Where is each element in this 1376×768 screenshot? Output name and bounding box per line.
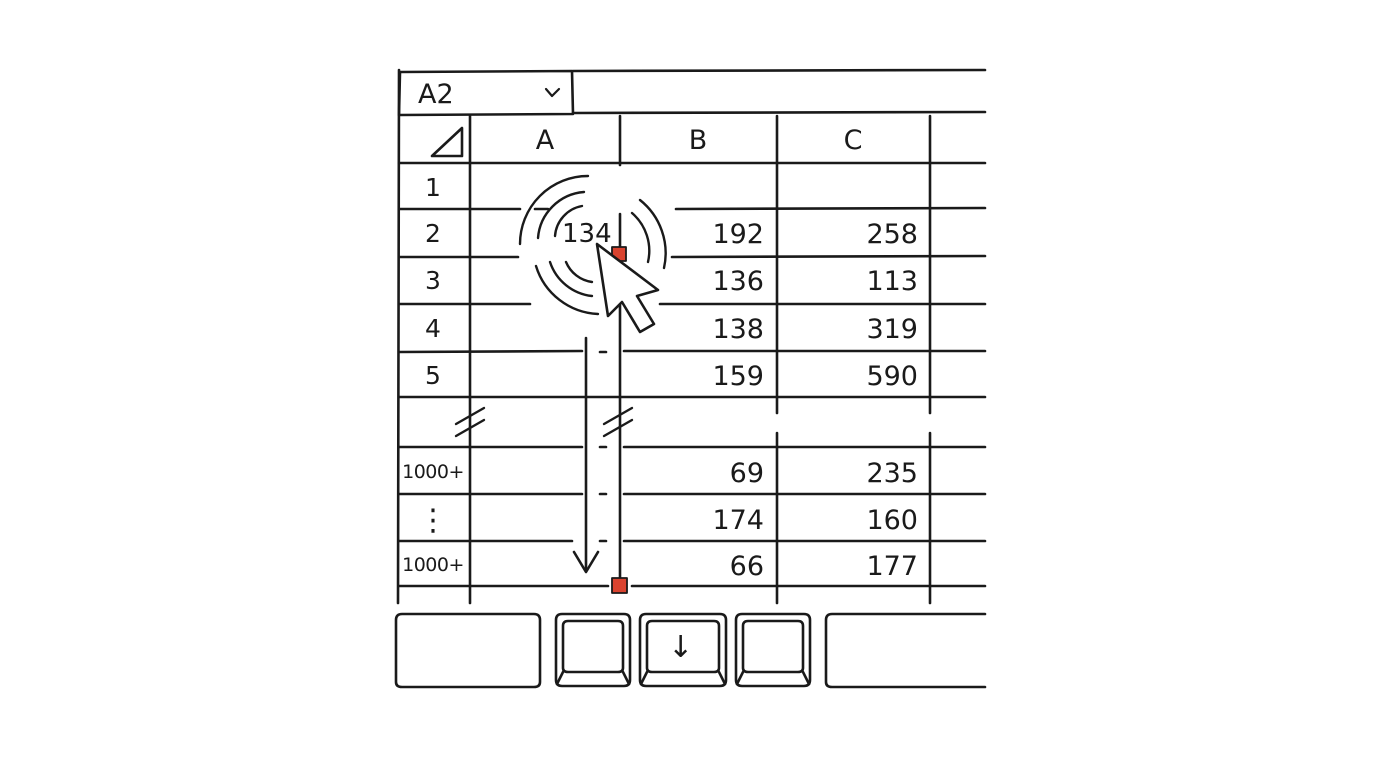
cell-c1000b[interactable]: 177 — [866, 551, 918, 582]
fill-handle-bottom[interactable] — [611, 577, 628, 594]
key-wide-right[interactable] — [824, 612, 987, 689]
row-header-2[interactable]: 2 — [425, 219, 441, 248]
cell-b1000b[interactable]: 66 — [729, 551, 764, 582]
cell-b-ellipsis[interactable]: 174 — [712, 505, 764, 536]
break-squiggle-icon — [454, 406, 634, 438]
key-right[interactable] — [734, 612, 812, 688]
column-header-b[interactable]: B — [688, 125, 708, 156]
row-header-ellipsis: ⋮ — [418, 503, 448, 538]
row-header-1[interactable]: 1 — [425, 173, 441, 202]
cell-c3[interactable]: 113 — [866, 266, 918, 297]
cell-b2[interactable]: 192 — [712, 219, 764, 250]
row-header-5[interactable]: 5 — [425, 361, 441, 390]
mouse-pointer-icon — [595, 242, 660, 334]
column-header-a[interactable]: A — [535, 125, 555, 156]
cell-a2[interactable]: 134 — [562, 219, 612, 249]
key-wide-left[interactable] — [394, 612, 542, 689]
arrow-head — [572, 550, 600, 574]
formula-bar[interactable] — [571, 68, 987, 115]
cell-b3[interactable]: 136 — [712, 266, 764, 297]
column-header-c[interactable]: C — [843, 125, 863, 156]
row-header-3[interactable]: 3 — [425, 266, 441, 295]
name-box-value: A2 — [418, 79, 454, 110]
cell-c2[interactable]: 258 — [866, 219, 918, 250]
cell-c-ellipsis[interactable]: 160 — [866, 505, 918, 536]
key-arrow-down[interactable] — [638, 612, 728, 688]
cell-b5[interactable]: 159 — [712, 361, 764, 392]
row-header-4[interactable]: 4 — [425, 314, 441, 343]
keyboard-row — [394, 612, 987, 689]
row-header-1000-a[interactable]: 1000+ — [402, 461, 464, 483]
cell-c1000a[interactable]: 235 — [866, 458, 918, 489]
cell-c4[interactable]: 319 — [866, 314, 918, 345]
triangle-corner-icon[interactable] — [430, 126, 464, 158]
cell-b4[interactable]: 138 — [712, 314, 764, 345]
cell-b1000a[interactable]: 69 — [729, 458, 764, 489]
click-ripple-icon — [518, 174, 667, 316]
key-arrow-down-label: ↓ — [668, 630, 694, 665]
grid-lines — [396, 68, 987, 605]
key-left[interactable] — [554, 612, 632, 688]
chevron-down-icon[interactable] — [544, 87, 561, 98]
row-header-1000-b[interactable]: 1000+ — [402, 554, 464, 576]
cell-c5[interactable]: 590 — [866, 361, 918, 392]
